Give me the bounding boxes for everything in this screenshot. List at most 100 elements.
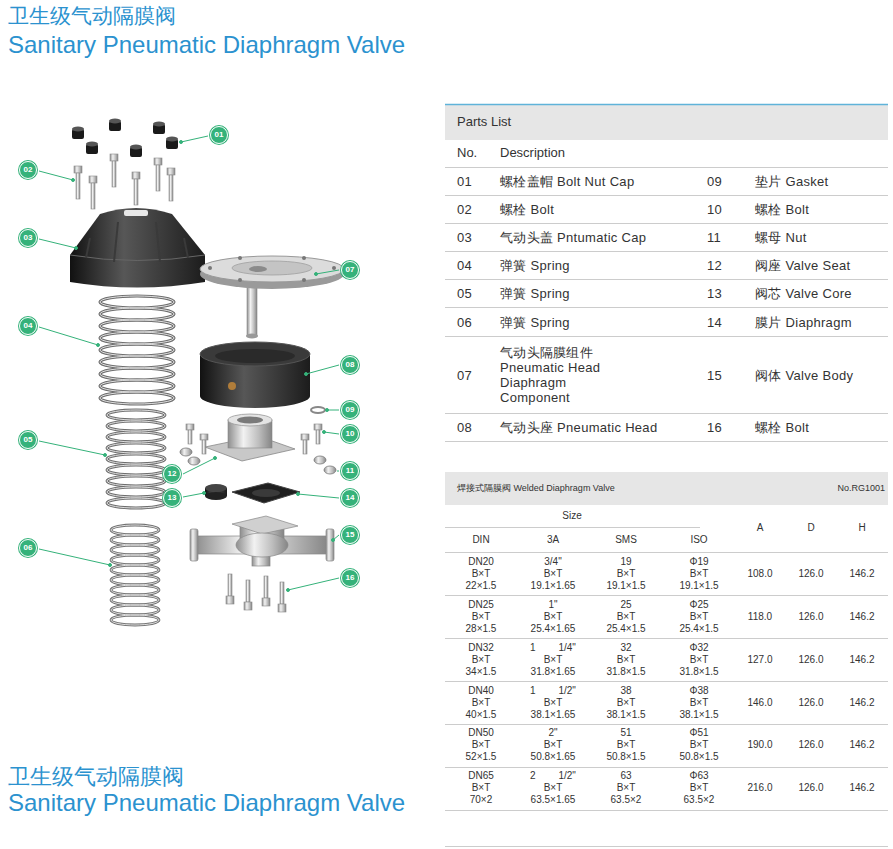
callout-text: 15	[346, 531, 355, 539]
callout-text: 11	[346, 467, 354, 475]
spring-large	[100, 296, 174, 404]
part-description: 膜片 Diaphragm	[755, 315, 852, 330]
callout-number: 02	[19, 161, 37, 179]
spring-medium	[107, 410, 165, 508]
table-cell: Φ63 B×T 63.5×2	[674, 770, 724, 806]
column-header: Size	[562, 510, 581, 522]
diaphragm	[232, 483, 300, 503]
part-number: 13	[707, 286, 722, 301]
table-cell: 127.0	[747, 654, 772, 666]
part-number: 15	[707, 368, 722, 383]
part-description: 阀座 Valve Seat	[755, 258, 850, 273]
callout-number: 14	[341, 489, 359, 507]
table-cell: Φ25 B×T 25.4×1.5	[674, 599, 724, 635]
part-number: 06	[457, 315, 472, 330]
part-description: 螺栓 Bolt	[755, 202, 809, 217]
table-cell: DN40 B×T 40×1.5	[456, 685, 506, 721]
part-number: 02	[457, 202, 472, 217]
callout-number: 16	[341, 569, 359, 587]
table-cell: 2" B×T 50.8×1.65	[528, 727, 578, 763]
page-title-en: Sanitary Pneumatic Diaphragm Valve	[8, 31, 405, 59]
column-header: SMS	[615, 534, 637, 546]
callout-text: 05	[24, 436, 33, 444]
callout-text: 16	[346, 574, 355, 582]
table-cell: DN32 B×T 34×1.5	[456, 642, 506, 678]
bolt-nut-caps	[72, 119, 178, 158]
part-description: 气动头座 Pneumatic Head	[500, 420, 657, 435]
parts-table-lines	[445, 105, 888, 442]
part-description: 弹簧 Spring	[500, 258, 570, 273]
table-cell: 3/4" B×T 19.1×1.65	[528, 556, 578, 592]
table-cell: 146.2	[849, 739, 874, 751]
part-description: 阀体 Valve Body	[755, 368, 853, 383]
part-description: 螺栓盖帽 Bolt Nut Cap	[500, 174, 634, 189]
callout-number: 01	[210, 126, 228, 144]
head-diaphragm-component	[200, 256, 344, 339]
part-number: 07	[457, 368, 472, 383]
part-description: 螺栓 Bolt	[500, 202, 554, 217]
part-number: 08	[457, 420, 472, 435]
table-cell: 1" B×T 25.4×1.65	[528, 599, 578, 635]
callout-number: 08	[341, 356, 359, 374]
callout-number: 12	[163, 465, 181, 483]
valve-body	[190, 516, 334, 566]
part-number: 11	[707, 230, 721, 245]
callout-text: 09	[346, 406, 355, 414]
column-header: D	[807, 522, 814, 534]
part-number: 01	[457, 174, 472, 189]
part-description: 弹簧 Spring	[500, 315, 570, 330]
table-cell: Φ32 B×T 31.8×1.5	[674, 642, 724, 678]
callout-text: 12	[168, 470, 177, 478]
part-number: 05	[457, 286, 472, 301]
table-cell: DN25 B×T 28×1.5	[456, 599, 506, 635]
table-cell: 216.0	[747, 782, 772, 794]
table-cell: 126.0	[798, 654, 823, 666]
part-description: 螺栓 Bolt	[755, 420, 809, 435]
table-cell: Φ19 B×T 19.1×1.5	[674, 556, 724, 592]
table-cell: DN20 B×T 22×1.5	[456, 556, 506, 592]
table-cell: 126.0	[798, 568, 823, 580]
column-header: DIN	[472, 534, 489, 546]
table-cell: 1 1/2" B×T 38.1×1.65	[528, 685, 578, 721]
column-header: ISO	[690, 534, 707, 546]
part-description: 弹簧 Spring	[500, 286, 570, 301]
model-number: No.RG1001	[837, 483, 885, 493]
callout-number: 03	[19, 229, 37, 247]
column-header: H	[858, 522, 865, 534]
table-cell: 118.0	[748, 611, 772, 623]
callout-number: 09	[341, 401, 359, 419]
callout-text: 04	[24, 322, 33, 330]
part-number: 09	[707, 174, 722, 189]
column-header: No.	[457, 146, 477, 161]
part-description: 气动头隔膜组件 Pneumatic Head Diaphragm Compone…	[500, 345, 625, 405]
gasket	[311, 407, 325, 413]
table-cell: 126.0	[798, 782, 823, 794]
spring-small	[111, 525, 159, 625]
table-cell: DN65 B×T 70×2	[456, 770, 506, 806]
table-cell: Φ51 B×T 50.8×1.5	[674, 727, 724, 763]
table-cell: DN50 B×T 52×1.5	[456, 727, 506, 763]
callout-text: 14	[346, 494, 355, 502]
footer-title: 卫生级气动隔膜阀	[8, 764, 184, 789]
table-heading: 焊接式隔膜阀 Welded Diaphragm Valve	[457, 483, 615, 493]
callout-text: 06	[24, 544, 33, 552]
table-cell: 108.0	[747, 568, 772, 580]
table-cell: 51 B×T 50.8×1.5	[601, 727, 651, 763]
column-header: Description	[500, 146, 565, 161]
nuts	[180, 448, 336, 474]
part-description: 螺母 Nut	[755, 230, 807, 245]
part-number: 16	[707, 420, 722, 435]
pneumatic-head	[200, 342, 310, 408]
table-cell: 146.2	[849, 782, 874, 794]
callout-text: 07	[346, 266, 355, 274]
callout-text: 08	[346, 361, 355, 369]
part-description: 气动头盖 Pntumatic Cap	[500, 230, 646, 245]
callout-number: 04	[19, 317, 37, 335]
part-number: 04	[457, 258, 472, 273]
table-cell: 190.0	[747, 739, 772, 751]
part-number: 10	[707, 202, 722, 217]
table-cell: 146.2	[849, 654, 874, 666]
table-cell: 146.2	[849, 611, 874, 623]
